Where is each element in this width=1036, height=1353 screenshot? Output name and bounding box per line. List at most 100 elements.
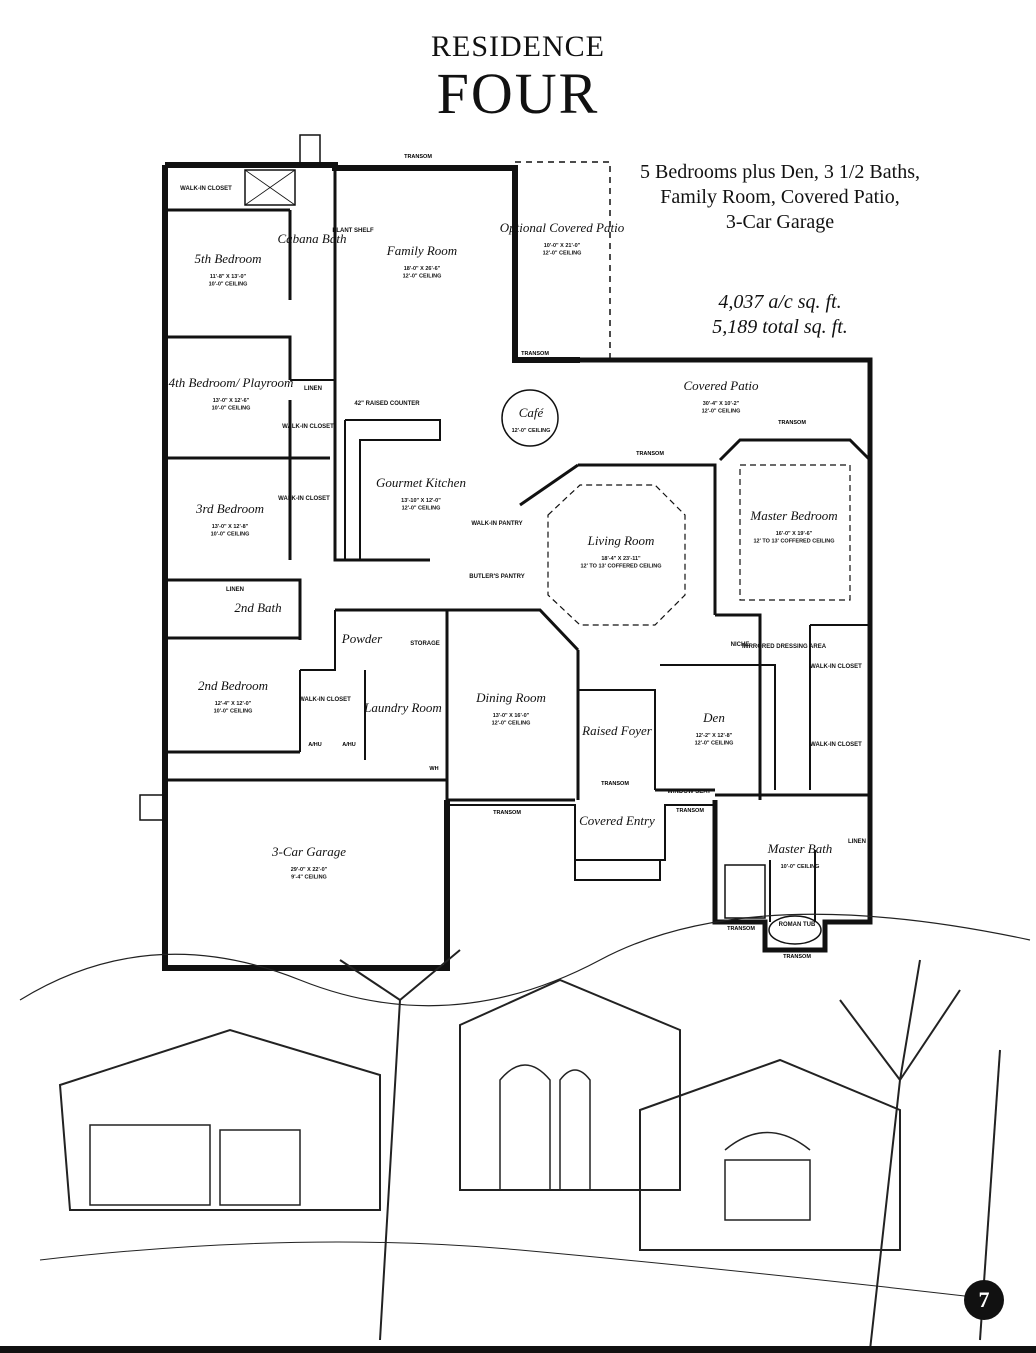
room-ceiling: 12'-0" CEILING	[492, 721, 531, 727]
room-walk-in-closet-m2: WALK-IN CLOSET	[810, 742, 862, 748]
room-name: LINEN	[848, 839, 866, 845]
room-name: Family Room	[386, 243, 457, 258]
transom-label: TRANSOM	[601, 781, 629, 787]
transom-label: TRANSOM	[676, 808, 704, 814]
room-ceiling: 10'-0" CEILING	[212, 406, 251, 412]
room-ceiling: 10'-0" CEILING	[211, 532, 250, 538]
room-ceiling: 12'-0" CEILING	[402, 506, 441, 512]
room-walk-in-closet-2: WALK-IN CLOSET	[299, 697, 351, 703]
summary-line-2: Family Room, Covered Patio,	[660, 186, 900, 208]
room-ceiling: 10'-0" CEILING	[209, 282, 248, 288]
room-name: 3-Car Garage	[271, 844, 346, 859]
transom-label: TRANSOM	[727, 926, 755, 932]
room-name: Café	[519, 405, 545, 420]
transom-labels: TRANSOM TRANSOM TRANSOM TRANSOM TRANSOM TRANS…	[308, 154, 811, 960]
room-storage: STORAGE	[410, 641, 440, 647]
room-name: WINDOW SEAT	[667, 789, 711, 795]
transom-label: TRANSOM	[783, 954, 811, 960]
room-name: 5th Bedroom	[194, 251, 261, 266]
room-master-bath: Master Bath 10'-0" CEILING	[767, 841, 833, 870]
room-dimensions: 13'-0" X 12'-6"	[213, 398, 250, 404]
room-ceiling: 12'-0" CEILING	[695, 741, 734, 747]
air-handler-label: A/HU	[308, 742, 321, 748]
square-footage: 4,037 a/c sq. ft. 5,189 total sq. ft.	[640, 290, 920, 340]
page-number: 7	[964, 1280, 1004, 1320]
room-name: WALK-IN CLOSET	[810, 664, 862, 670]
room-name: MIRRORED DRESSING AREA	[742, 644, 827, 650]
transom-label: TRANSOM	[521, 351, 549, 357]
room-name: ROMAN TUB	[779, 922, 816, 928]
room-walk-in-closet-4: WALK-IN CLOSET	[282, 424, 334, 430]
total-square-feet: 5,189 total sq. ft.	[712, 316, 848, 338]
room-plant-shelf: PLANT SHELF	[332, 228, 374, 234]
room-linen-3: LINEN	[848, 839, 866, 845]
room-name: Raised Foyer	[581, 723, 653, 738]
room-powder: Powder	[341, 631, 383, 646]
room-name: WALK-IN PANTRY	[471, 521, 522, 527]
house-elevation-illustration	[19, 913, 1031, 1351]
room-linen-1: LINEN	[304, 386, 322, 392]
room-name: WALK-IN CLOSET	[278, 496, 330, 502]
room-dimensions: 13'-0" X 12'-8"	[212, 524, 249, 530]
room-dimensions: 29'-0" X 22'-0"	[291, 867, 328, 873]
water-heater-label: WH	[429, 766, 438, 772]
room-name: Den	[702, 710, 725, 725]
room-ceiling: 12'-0" CEILING	[702, 409, 741, 415]
room-name: Master Bedroom	[749, 508, 837, 523]
room-name: Laundry Room	[363, 700, 442, 715]
room-raised-foyer: Raised Foyer	[581, 723, 653, 738]
room-name: BUTLER'S PANTRY	[469, 574, 524, 580]
room-4th-bedroom: 4th Bedroom/ Playroom 13'-0" X 12'-6" 10'-…	[169, 375, 294, 412]
room-name: Covered Entry	[579, 813, 655, 828]
room-name: WALK-IN CLOSET	[282, 424, 334, 430]
room-window-seat: WINDOW SEAT	[667, 789, 711, 795]
transom-label: TRANSOM	[778, 420, 806, 426]
room-dimensions: 13'-10" X 12'-0"	[401, 498, 441, 504]
room-walk-in-closet-m1: WALK-IN CLOSET	[810, 664, 862, 670]
summary-line-3: 3-Car Garage	[725, 211, 835, 233]
room-dimensions: 18'-0" X 26'-6"	[404, 266, 441, 272]
transom-label: TRANSOM	[404, 154, 432, 160]
room-name: NICHE	[731, 642, 750, 648]
room-name: Dining Room	[475, 690, 546, 705]
room-name: STORAGE	[410, 641, 440, 647]
ac-square-feet: 4,037 a/c sq. ft.	[718, 291, 842, 313]
room-mirrored-dressing: MIRRORED DRESSING AREA	[742, 644, 827, 650]
room-name: WALK-IN CLOSET	[810, 742, 862, 748]
room-walk-in-closet-top: WALK-IN CLOSET	[180, 186, 232, 192]
room-ceiling: 12'-0" CEILING	[512, 428, 551, 434]
room-dimensions: 11'-8" X 13'-0"	[210, 274, 247, 280]
room-name: Gourmet Kitchen	[376, 475, 466, 490]
room-ceiling: 12'-0" CEILING	[403, 274, 442, 280]
room-dimensions: 30'-4" X 10'-2"	[703, 401, 740, 407]
room-den: Den 12'-2" X 12'-8" 12'-0" CEILING	[695, 710, 734, 747]
room-ceiling: 10'-0" CEILING	[781, 864, 820, 870]
room-name: 2nd Bath	[234, 600, 281, 615]
transom-label: TRANSOM	[493, 810, 521, 816]
room-name: 42" RAISED COUNTER	[354, 401, 420, 407]
room-covered-entry: Covered Entry	[579, 813, 655, 828]
plan-walls	[139, 134, 873, 971]
residence-label: RESIDENCE	[431, 30, 605, 63]
room-dimensions: 12'-2" X 12'-8"	[696, 733, 733, 739]
room-laundry-room: Laundry Room	[363, 700, 442, 715]
room-dimensions: 12'-4" X 12'-0"	[215, 701, 252, 707]
room-ceiling: 12' TO 13' COFFERED CEILING	[753, 539, 834, 545]
room-name: Master Bath	[767, 841, 833, 856]
bottom-rule	[0, 1346, 1036, 1353]
room-name: 2nd Bedroom	[198, 678, 268, 693]
room-dimensions: 10'-0" X 21'-0"	[544, 243, 581, 249]
summary-line-1: 5 Bedrooms plus Den, 3 1/2 Baths,	[640, 161, 920, 183]
room-raised-counter: 42" RAISED COUNTER	[354, 401, 420, 407]
room-walk-in-pantry: WALK-IN PANTRY	[471, 521, 522, 527]
room-ceiling: 12' TO 13' COFFERED CEILING	[580, 564, 661, 570]
room-name: Powder	[341, 631, 383, 646]
room-name: 4th Bedroom/ Playroom	[169, 375, 294, 390]
room-cafe: Café 12'-0" CEILING	[512, 405, 551, 434]
room-dimensions: 13'-0" X 16'-0"	[493, 713, 530, 719]
